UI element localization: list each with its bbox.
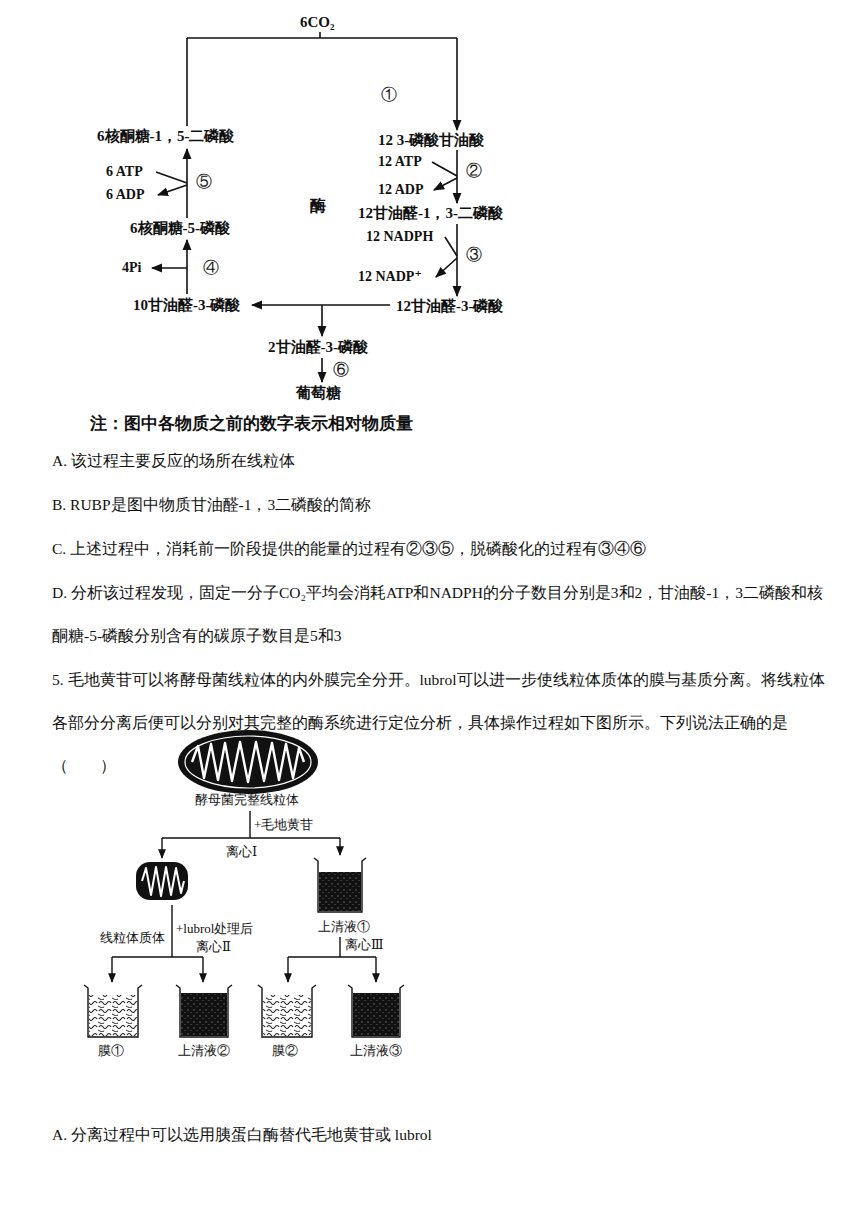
- step-number: ⑥: [333, 360, 349, 379]
- substance-label: 12 NADPH: [366, 229, 433, 246]
- step-label: 离心Ⅲ: [345, 937, 384, 953]
- figure-label: 膜①: [98, 1043, 124, 1059]
- step-label: 离心Ⅰ: [226, 844, 257, 860]
- step-label: 离心Ⅱ: [196, 939, 231, 955]
- mitochondrion: [178, 730, 318, 794]
- substance-label: 12甘油醛-3-磷酸: [396, 297, 504, 315]
- figure-label: 酵母菌完整线粒体: [195, 792, 299, 808]
- flow-lines: [112, 811, 376, 982]
- enzyme-label: 酶: [310, 196, 326, 215]
- substance-label: 12甘油醛-1，3-二磷酸: [358, 204, 503, 222]
- substance-label: 12 3-磷酸甘油酸: [378, 131, 484, 149]
- substance-label: 6核酮糖-5-磷酸: [130, 219, 230, 237]
- substance-label: 12 NADP⁺: [358, 269, 422, 286]
- reagent-label: +毛地黄苷: [254, 817, 313, 833]
- substance-label: 4Pi: [122, 260, 141, 277]
- figure-label: 上清液①: [318, 919, 370, 935]
- question-text: 5. 毛地黄苷可以将酵母菌线粒体的内外膜完全分开。lubrol可以进一步使线粒体…: [52, 658, 827, 787]
- option-text: D. 分析该过程发现，固定一分子CO₂平均会消耗ATP和NADPH的分子数目分别…: [52, 571, 827, 657]
- option-text: A. 分离过程中可以选用胰蛋白酶替代毛地黄苷或 lubrol: [52, 1126, 432, 1145]
- substance-label: 6 ATP: [106, 164, 143, 181]
- step-number: ②: [466, 161, 482, 180]
- substance-label: 2甘油醛-3-磷酸: [268, 338, 368, 356]
- beakers: [84, 858, 404, 1037]
- figure-label: 上清液②: [178, 1043, 230, 1059]
- step-number: ①: [381, 85, 397, 104]
- reagent-label: +lubrol处理后: [176, 921, 253, 937]
- figure-note: 注：图中各物质之前的数字表示相对物质量: [90, 414, 413, 434]
- substance-label: 10甘油醛-3-磷酸: [133, 296, 241, 314]
- step-number: ⑤: [196, 172, 212, 191]
- option-text: B. RUBP是图中物质甘油醛-1，3二磷酸的简称: [52, 496, 371, 515]
- substance-label: 6核酮糖-1，5-二磷酸: [97, 127, 235, 145]
- substance-label: 6 ADP: [106, 187, 145, 204]
- formula-label: 6CO₂: [300, 13, 335, 31]
- substance-label: 葡萄糖: [296, 384, 341, 402]
- figure-label: 膜②: [272, 1043, 298, 1059]
- substance-label: 12 ADP: [378, 182, 424, 199]
- figure-label: 线粒体质体: [100, 930, 165, 946]
- mitoplast: [136, 862, 188, 900]
- step-number: ④: [203, 258, 219, 277]
- figure-label: 上清液③: [350, 1043, 402, 1059]
- option-text: A. 该过程主要反应的场所在线粒体: [52, 452, 295, 471]
- substance-label: 12 ATP: [378, 154, 422, 171]
- option-text: C. 上述过程中，消耗前一阶段提供的能量的过程有②③⑤，脱磷酸化的过程有③④⑥: [52, 540, 646, 559]
- step-number: ③: [466, 245, 482, 264]
